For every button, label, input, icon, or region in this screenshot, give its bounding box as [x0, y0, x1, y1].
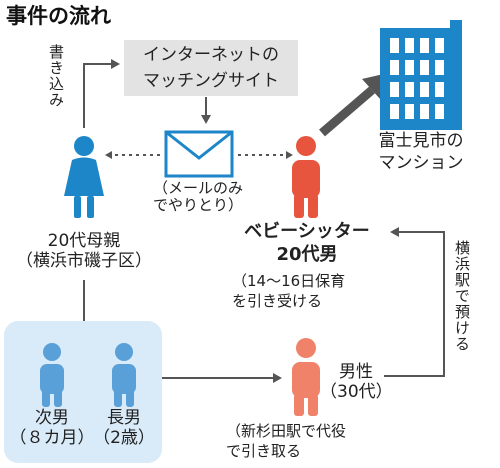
envelope-icon — [164, 130, 234, 178]
mother-figure — [64, 136, 104, 218]
man-figure — [292, 338, 320, 416]
matching-site-label: インターネットの マッチングサイト — [143, 45, 279, 91]
man-note: （新杉田駅で代役 で引き取る — [226, 422, 347, 460]
mother-label: 20代母親 （横浜市磯子区） — [16, 231, 152, 271]
step-email-only: （メールのみ でやりとり） — [152, 179, 243, 215]
children-panel — [4, 321, 162, 463]
child-figure-eldest-son — [112, 343, 136, 407]
building-icon — [380, 20, 462, 130]
child-label-second-son: 次男 （８カ月） — [9, 408, 95, 449]
arrow-write-post — [83, 59, 120, 128]
sitter-subtitle: 20代男 — [276, 244, 338, 265]
child-figure-second-son — [40, 343, 64, 407]
apartment-label: 富士見市の マンション — [378, 131, 464, 174]
sitter-title: ベビーシッター — [244, 221, 370, 242]
step-write-post: 書き込み — [47, 44, 65, 108]
step-station-handover: 横浜駅で預ける — [453, 240, 471, 352]
child-label-eldest-son: 長男 （2歳） — [93, 408, 155, 449]
diagram-title: 事件の流れ — [6, 4, 111, 28]
sitter-note: （14～16日保育 を引き受ける — [232, 272, 346, 310]
arrow-man-to-sitter — [384, 227, 445, 377]
sitter-figure — [292, 136, 320, 218]
matching-site-box — [124, 40, 298, 96]
man-label: 男性 （30代） — [320, 362, 393, 403]
